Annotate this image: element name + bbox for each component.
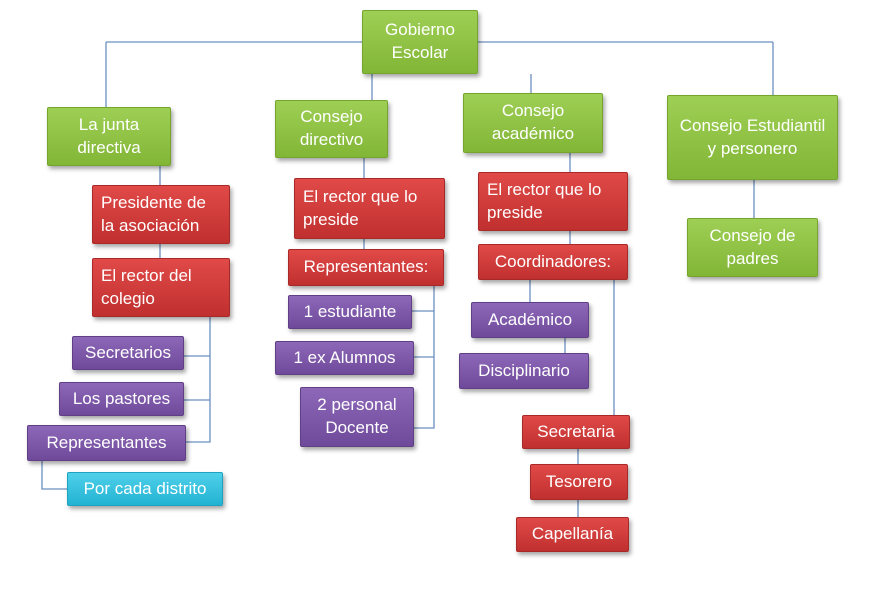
node-label: Consejo académico [491, 101, 575, 143]
node-por-cada-distrito: Por cada distrito [67, 472, 223, 506]
node-representantes-junta: Representantes [27, 425, 186, 461]
node-label: El rector que lo preside [303, 186, 418, 229]
node-los-pastores: Los pastores [59, 382, 184, 416]
node-label: Disciplinario [478, 360, 570, 380]
node-label: Representantes: [303, 257, 429, 277]
node-presidente-asociacion: Presidente de la asociación [92, 185, 230, 244]
node-label: Capellanía [531, 524, 614, 544]
node-junta-directiva: La junta directiva [47, 107, 171, 166]
node-secretaria: Secretaria [522, 415, 630, 449]
node-rector-preside-directivo: El rector que lo preside [294, 178, 445, 239]
node-label: Por cada distrito [83, 478, 207, 498]
node-label: Presidente de la asociación [101, 192, 206, 235]
node-label: 1 estudiante [303, 301, 397, 321]
root-label: Gobierno Escolar [385, 20, 455, 62]
node-1-estudiante: 1 estudiante [288, 295, 412, 329]
node-label: Académico [487, 309, 573, 329]
node-label: Consejo directivo [299, 107, 364, 149]
node-secretarios: Secretarios [72, 336, 184, 370]
node-label: 2 personal Docente [317, 395, 397, 437]
node-rector-preside-academico: El rector que lo preside [478, 172, 628, 231]
node-label: La junta directiva [77, 114, 141, 157]
root-node-gobierno-escolar: Gobierno Escolar [362, 10, 478, 74]
node-label: Coordinadores: [494, 251, 612, 271]
node-label: Consejo de padres [709, 225, 796, 268]
node-consejo-padres: Consejo de padres [687, 218, 818, 277]
node-coordinadores: Coordinadores: [478, 244, 628, 280]
node-consejo-directivo: Consejo directivo [275, 100, 388, 158]
node-label: El rector que lo preside [487, 179, 602, 222]
node-label: 1 ex Alumnos [293, 347, 396, 367]
node-label: Tesorero [545, 471, 613, 491]
node-label: Consejo Estudiantil y personero [679, 115, 826, 158]
node-label: El rector del colegio [101, 265, 192, 308]
node-academico: Académico [471, 302, 589, 338]
node-disciplinario: Disciplinario [459, 353, 589, 389]
node-label: Secretarios [85, 342, 171, 362]
node-1-ex-alumnos: 1 ex Alumnos [275, 341, 414, 375]
node-label: Representantes [46, 432, 167, 452]
node-tesorero: Tesorero [530, 464, 628, 500]
node-consejo-academico: Consejo académico [463, 93, 603, 153]
node-rector-colegio: El rector del colegio [92, 258, 230, 317]
node-representantes-directivo: Representantes: [288, 249, 444, 286]
node-capellania: Capellanía [516, 517, 629, 552]
node-2-personal-docente: 2 personal Docente [300, 387, 414, 447]
node-consejo-estudiantil: Consejo Estudiantil y personero [667, 95, 838, 180]
node-label: Los pastores [72, 388, 171, 408]
node-label: Secretaria [537, 421, 615, 441]
